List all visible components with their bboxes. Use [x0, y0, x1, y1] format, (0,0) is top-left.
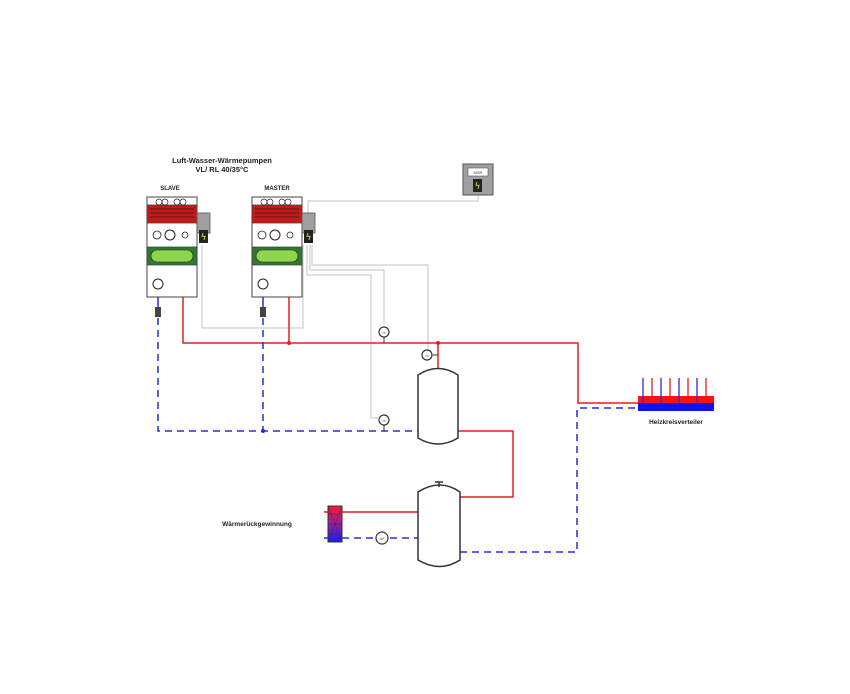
svg-text:ϟ: ϟ: [201, 233, 207, 243]
junction-point: [436, 341, 440, 345]
diagram-title-line1: Luft-Wasser-Wärmepumpen: [172, 156, 272, 165]
buffer-tank[interactable]: [417, 367, 459, 445]
heat-recovery-exchanger[interactable]: [327, 505, 343, 543]
svg-text:TF: TF: [382, 419, 386, 423]
supply-pipes: [182, 260, 640, 513]
lightning-icon: [304, 230, 313, 243]
pump-icon: [152, 278, 164, 290]
pump-icon: [257, 278, 269, 290]
distributor-label: Heizkreisverteiler: [649, 419, 703, 426]
temperature-sensor: TF: [378, 326, 390, 343]
junction-point: [287, 341, 291, 345]
svg-text:UP: UP: [380, 537, 386, 541]
valve-icon: [155, 307, 161, 317]
temperature-sensor: TF: [421, 349, 438, 361]
lightning-icon: [473, 179, 482, 192]
compressor-icon: [152, 229, 189, 241]
heat-pump-master[interactable]: ϟ: [251, 196, 316, 317]
temperature-sensor: TF: [378, 414, 390, 431]
return-pipes: [157, 318, 640, 553]
hot-water-tank[interactable]: [417, 481, 461, 568]
svg-text:TF: TF: [382, 331, 386, 335]
controller-label: MSR: [474, 170, 483, 175]
svg-text:ϟ: ϟ: [306, 233, 312, 243]
heat-pump-slave[interactable]: ϟ: [146, 196, 211, 317]
heat-recovery-label: Wärmerückgewinnung: [222, 521, 292, 528]
msr-controller[interactable]: MSR ϟ: [462, 163, 494, 196]
diagram-title-line2: VL/ RL 40/35°C: [196, 165, 249, 174]
junction-point: [261, 429, 265, 433]
control-wiring: [201, 195, 479, 419]
slave-label: SLAVE: [160, 186, 180, 192]
svg-text:ϟ: ϟ: [475, 182, 481, 192]
condenser-icon: [251, 204, 303, 224]
heating-distributor[interactable]: [638, 378, 714, 411]
master-label: MASTER: [264, 186, 290, 192]
lightning-icon: [199, 230, 208, 243]
condenser-icon: [146, 204, 198, 224]
svg-text:TF: TF: [425, 354, 429, 358]
circulation-pump[interactable]: UP: [375, 531, 389, 545]
compressor-icon: [257, 229, 294, 241]
valve-icon: [260, 307, 266, 317]
